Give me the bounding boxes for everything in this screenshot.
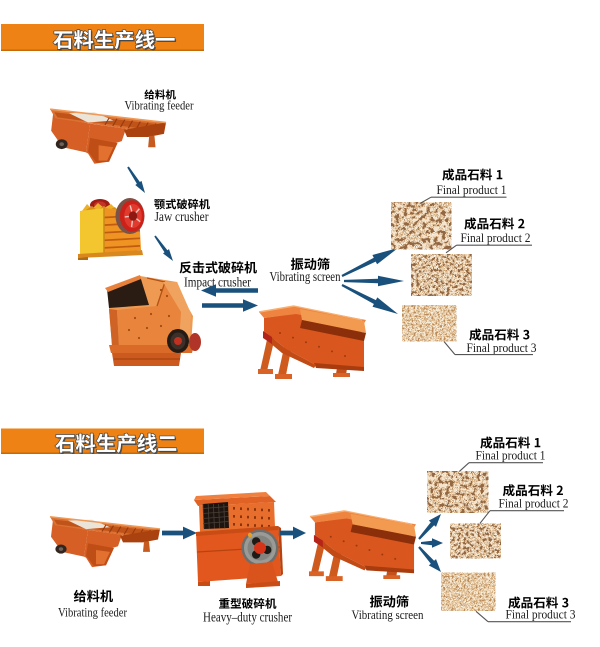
svg-text:Final product 3: Final product 3	[506, 606, 576, 621]
svg-text:Impact crusher: Impact crusher	[184, 276, 251, 291]
svg-text:Vibrating feeder: Vibrating feeder	[58, 604, 128, 619]
svg-text:Jaw crusher: Jaw crusher	[155, 209, 209, 224]
svg-text:Final product 1: Final product 1	[476, 447, 546, 462]
svg-text:Vibrating screen: Vibrating screen	[352, 607, 424, 622]
svg-text:Vibrating screen: Vibrating screen	[270, 269, 341, 284]
svg-text:Heavy–duty crusher: Heavy–duty crusher	[203, 609, 292, 624]
svg-text:Final product 2: Final product 2	[499, 495, 569, 510]
svg-text:Vibrating feeder: Vibrating feeder	[125, 98, 195, 113]
svg-text:Final product 2: Final product 2	[461, 230, 531, 245]
svg-text:Final product 1: Final product 1	[437, 182, 507, 197]
svg-text:Final product 3: Final product 3	[467, 340, 537, 355]
